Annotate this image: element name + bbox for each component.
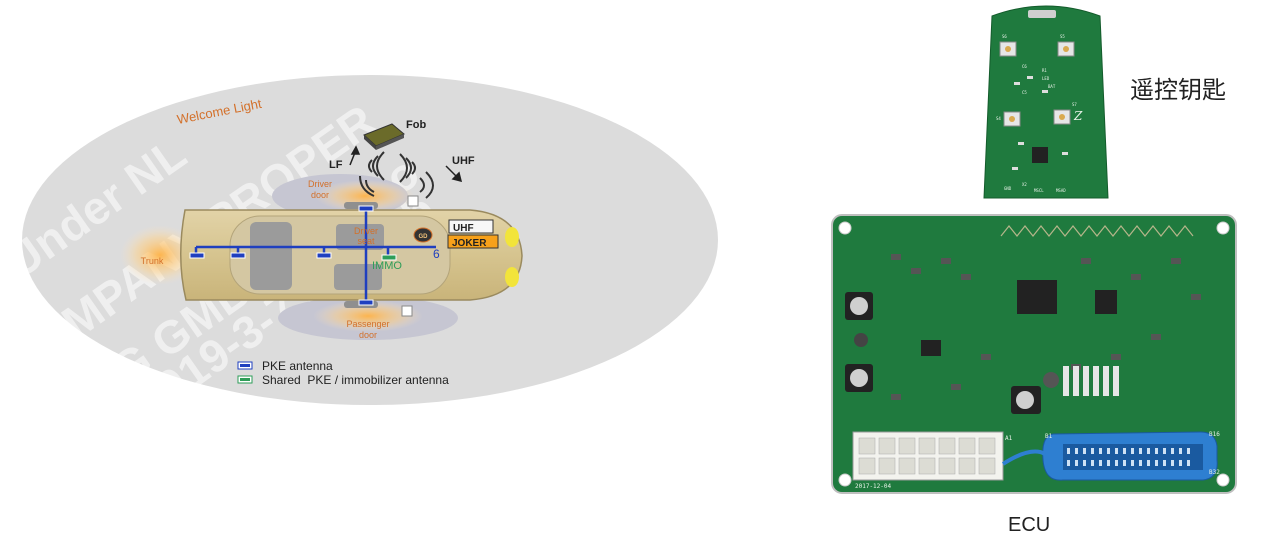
svg-text:BAT: BAT xyxy=(1048,84,1056,89)
svg-text:R1: R1 xyxy=(1042,68,1047,73)
key-fob-caption: 遥控钥匙 xyxy=(1130,76,1226,104)
svg-text:GND: GND xyxy=(1004,186,1012,191)
fob-silkscreen: S6 S5 S4 S7 R1 LED C6 C5 GND X2 MSCL MSA… xyxy=(996,34,1077,193)
fob-ic xyxy=(1032,147,1048,163)
antenna-trunk xyxy=(189,252,205,259)
fob-logo: Z xyxy=(1073,109,1083,123)
svg-text:B1: B1 xyxy=(1045,433,1053,440)
ecu-pcb: A1 B1 B16 B32 2017-12-04 xyxy=(831,214,1237,494)
car-top-view xyxy=(180,202,523,308)
svg-text:S4: S4 xyxy=(996,116,1001,121)
ecu-caption: ECU xyxy=(1008,514,1051,536)
antenna-driver-door xyxy=(358,205,374,212)
svg-text:2017-12-04: 2017-12-04 xyxy=(855,483,892,490)
svg-text:B16: B16 xyxy=(1209,431,1220,438)
svg-text:C6: C6 xyxy=(1022,64,1027,69)
trunk-glow xyxy=(120,225,200,285)
key-fob-pcb: S6 S5 S4 S7 R1 LED C6 C5 GND X2 MSCL MSA… xyxy=(983,5,1109,199)
ecu-silkscreen: A1 B1 B16 B32 2017-12-04 xyxy=(855,431,1220,490)
gd-label: GD xyxy=(419,234,429,240)
legend-shared-label: Shared PKE / immobilizer antenna xyxy=(262,373,449,387)
pke-diagram: Under NL COMPANY PROPER ZLG GMBH Techno … xyxy=(22,75,718,405)
antenna-immo xyxy=(381,254,397,261)
trunk-label: Trunk xyxy=(141,256,164,266)
svg-text:S5: S5 xyxy=(1060,34,1065,39)
legend: PKE antenna Shared PKE / immobilizer ant… xyxy=(237,359,449,387)
antenna-rear xyxy=(230,252,246,259)
svg-text:C5: C5 xyxy=(1022,90,1027,95)
driver-door-glow xyxy=(315,180,415,212)
svg-text:A1: A1 xyxy=(1005,435,1013,442)
legend-pke-label: PKE antenna xyxy=(262,359,333,373)
fob-chip-icon xyxy=(363,123,405,150)
gd-module xyxy=(413,227,433,243)
svg-text:S7: S7 xyxy=(1072,102,1077,107)
ecu-mcu xyxy=(1017,280,1057,314)
door-sensor-driver xyxy=(407,195,419,207)
svg-text:X2: X2 xyxy=(1022,182,1027,187)
uhf-arrow-icon xyxy=(445,165,463,183)
svg-text:MSCL: MSCL xyxy=(1034,188,1044,193)
joker-label: JOKER xyxy=(452,238,487,249)
uhf-signal-label: UHF xyxy=(452,155,475,167)
antenna-mid xyxy=(316,252,332,259)
six-label: 6 xyxy=(433,247,440,261)
antenna-passenger-door xyxy=(358,299,374,306)
lf-arrow-icon xyxy=(349,145,361,166)
uhf-box-label: UHF xyxy=(453,223,474,234)
joker-box xyxy=(447,234,499,249)
fob-label: Fob xyxy=(406,119,426,131)
svg-text:MSAD: MSAD xyxy=(1056,188,1066,193)
passenger-door-glow xyxy=(313,300,423,332)
door-sensor-passenger xyxy=(401,305,413,317)
svg-text:S6: S6 xyxy=(1002,34,1007,39)
uhf-signal-icon xyxy=(399,153,434,199)
uhf-box xyxy=(448,219,494,234)
lf-label: LF xyxy=(329,159,343,171)
immo-label: IMMO xyxy=(372,260,402,272)
lf-signal-icon xyxy=(359,151,385,197)
svg-text:B32: B32 xyxy=(1209,469,1220,476)
svg-text:LED: LED xyxy=(1042,76,1050,81)
pke-antennas xyxy=(189,205,397,306)
